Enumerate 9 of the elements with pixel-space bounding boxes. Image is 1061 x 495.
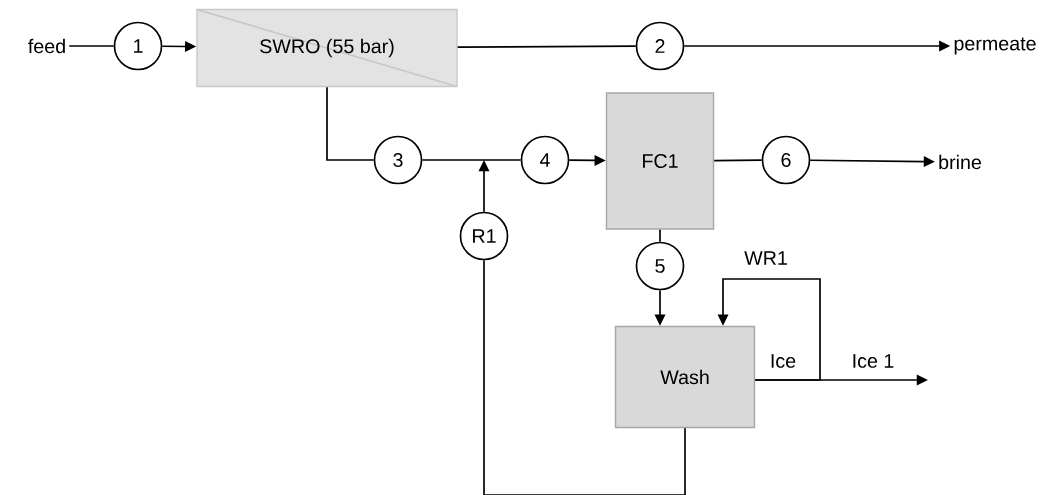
stream-label: Ice <box>771 354 796 368</box>
stream-label: brine <box>939 154 981 170</box>
edge-label: WR1 <box>742 249 790 267</box>
process-box: Wash <box>614 325 756 429</box>
stream-label: permeate <box>954 37 1036 55</box>
edge-label: Ice 1 <box>850 352 896 370</box>
membrane-unit-box: SWRO (55 bar) <box>196 8 458 88</box>
process-box: FC1 <box>605 92 715 230</box>
stream-label: feed <box>28 38 65 54</box>
